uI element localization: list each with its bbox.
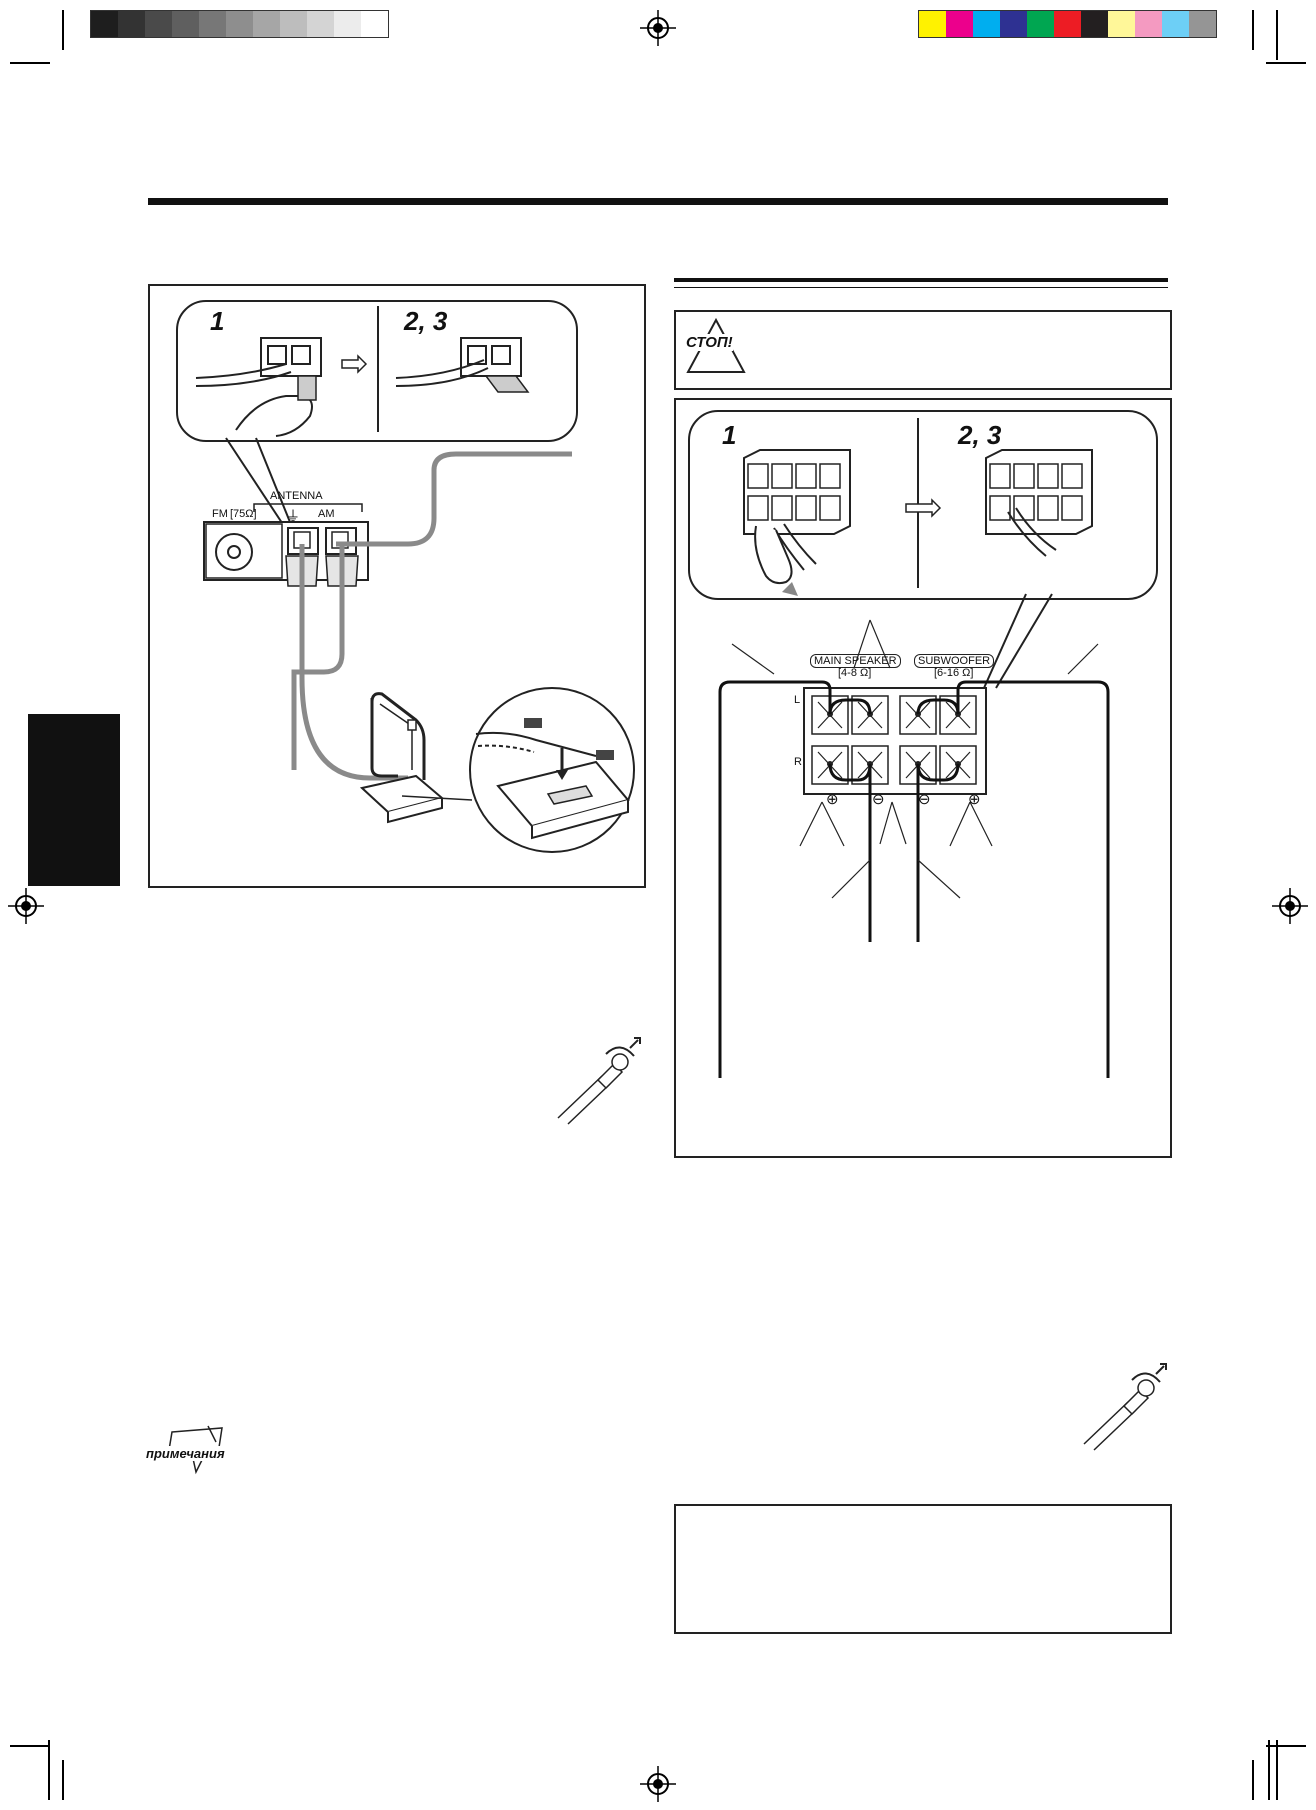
main-speaker-ohm: [4-8 Ω]	[838, 667, 872, 679]
calibration-swatch	[1162, 11, 1189, 37]
bottom-note-box	[674, 1504, 1172, 1634]
calibration-swatch	[172, 11, 199, 37]
calibration-swatch	[1000, 11, 1027, 37]
registration-mark-bottom	[640, 1766, 676, 1802]
speaker-terminal-illustration	[718, 418, 1110, 1078]
antenna-label: ANTENNA	[270, 490, 323, 502]
calibration-swatch	[973, 11, 1000, 37]
fm-ohm-label: [75Ω]	[230, 508, 257, 520]
calibration-swatch	[253, 11, 280, 37]
calibration-swatch	[1054, 11, 1081, 37]
cable-twist-icon-left	[557, 1037, 641, 1125]
am-label: AM	[318, 508, 335, 520]
calibration-swatch	[1189, 11, 1216, 37]
calibration-swatch	[226, 11, 253, 37]
registration-mark-right	[1272, 888, 1308, 924]
section-side-tab	[28, 714, 120, 886]
am-loop-antenna-icon	[359, 692, 445, 824]
speaker-terminals-step1-icon	[743, 449, 851, 596]
calibration-swatch	[361, 11, 388, 37]
calibration-swatch	[946, 11, 973, 37]
calibration-swatch	[1135, 11, 1162, 37]
row-l-label: L	[794, 694, 801, 706]
calibration-swatch	[118, 11, 145, 37]
calibration-swatch	[1027, 11, 1054, 37]
grayscale-calibration-strip	[90, 10, 389, 38]
antenna-terminal-illustration	[195, 306, 635, 853]
loop-antenna-detail-icon	[469, 687, 635, 853]
calibration-swatch	[307, 11, 334, 37]
speaker-step-1: 1	[722, 420, 737, 450]
antenna-step-1: 1	[210, 306, 225, 336]
header-rule	[148, 198, 1168, 205]
calibration-swatch	[1081, 11, 1108, 37]
terminal-step23-icon	[395, 337, 530, 393]
registration-mark-top	[640, 10, 676, 46]
polarity-plus-1: ⊕	[826, 791, 839, 808]
terminal-step1-icon	[195, 337, 322, 437]
polarity-plus-2: ⊕	[968, 791, 981, 808]
section-rule	[674, 278, 1168, 282]
ground-symbol: ⏚	[286, 508, 300, 524]
calibration-swatch	[199, 11, 226, 37]
section-rule-thin	[674, 287, 1168, 288]
stop-label: СТОП!	[686, 334, 733, 351]
calibration-swatch	[145, 11, 172, 37]
polarity-minus-2: ⊖	[918, 791, 931, 808]
main-speaker-label: MAIN SPEAKER	[810, 654, 901, 668]
polarity-minus-1: ⊖	[872, 791, 885, 808]
subwoofer-label: SUBWOOFER	[914, 654, 995, 668]
speaker-step-2-3: 2, 3	[958, 420, 1002, 450]
note-label: примечания	[146, 1446, 225, 1461]
calibration-swatch	[91, 11, 118, 37]
fm-label: FM	[212, 508, 228, 520]
calibration-swatch	[919, 11, 946, 37]
calibration-swatch	[334, 11, 361, 37]
registration-mark-left	[8, 888, 44, 924]
color-calibration-strip	[918, 10, 1217, 38]
cable-twist-icon-right	[1083, 1363, 1167, 1451]
warning-box	[674, 310, 1172, 390]
antenna-step-2-3: 2, 3	[404, 306, 448, 336]
calibration-swatch	[1108, 11, 1135, 37]
subwoofer-ohm: [6-16 Ω]	[934, 667, 974, 679]
row-r-label: R	[794, 756, 802, 768]
calibration-swatch	[280, 11, 307, 37]
speaker-terminals-step23-icon	[985, 449, 1093, 557]
